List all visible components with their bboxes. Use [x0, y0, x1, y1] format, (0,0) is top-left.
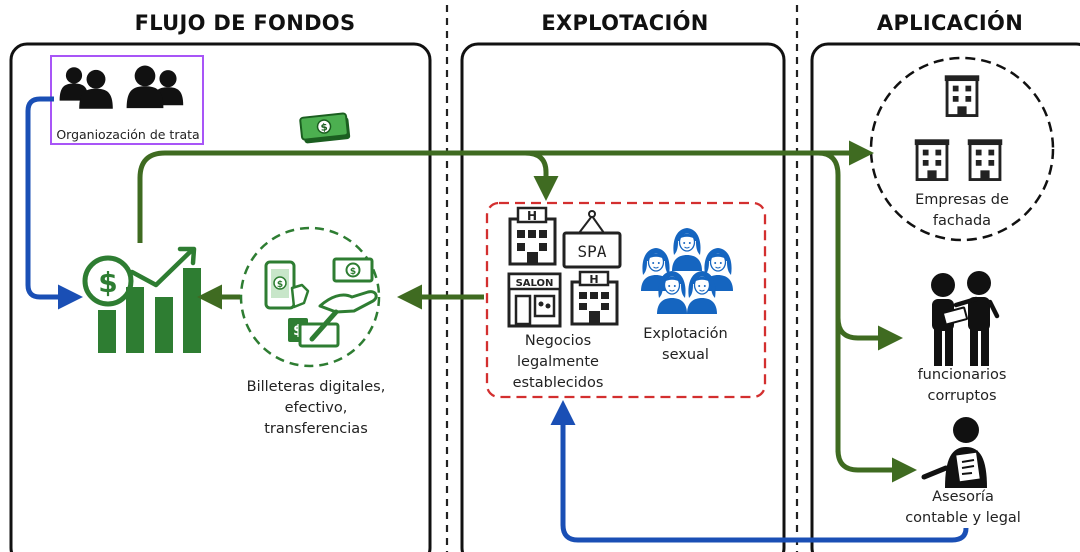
panel-aplicacion — [810, 42, 1080, 552]
corrupt-officials-label: funcionarios corruptos — [902, 365, 1022, 407]
corrupt-officials-line-2: corruptos — [927, 388, 997, 404]
arrow-to-advisory — [835, 449, 917, 483]
cash-bill-icon: $ — [299, 112, 351, 144]
funds-methods-line-2: efectivo, — [284, 400, 348, 416]
women-group-icon — [640, 227, 734, 315]
panel-flujo-de-fondos — [9, 42, 432, 552]
financial-growth-icon: $ — [82, 246, 201, 353]
sexual-exploitation-label: Explotación sexual — [628, 324, 743, 366]
advisory-label: Asesoría contable y legal — [893, 487, 1033, 529]
sexual-exploitation-line-2: sexual — [662, 347, 709, 363]
funds-methods-line-1: Billeteras digitales, — [246, 379, 386, 395]
arrow-finance-to-front-companies — [137, 140, 874, 243]
advisory-line-1: Asesoría — [932, 489, 994, 505]
arrow-application-trunk — [817, 150, 841, 452]
group-of-people-icon — [50, 55, 204, 145]
legal-business-label: Negocios legalmente establecidos — [498, 331, 618, 394]
front-companies-label: Empresas de fachada — [902, 190, 1022, 232]
legal-business-line-2: legalmente — [517, 354, 599, 370]
arrow-org-to-finance — [25, 96, 83, 310]
hotel-2-sign-letter: H — [589, 273, 598, 286]
section-title-explotacion: EXPLOTACIÓN — [541, 11, 709, 35]
svg-text:$: $ — [277, 280, 283, 290]
corrupt-officials-line-1: funcionarios — [917, 367, 1007, 383]
salon-sign-text: SALON — [516, 278, 554, 289]
hotel-2-icon: H — [570, 270, 619, 326]
hotel-sign-letter: H — [527, 209, 537, 223]
funds-methods-label: Billeteras digitales, efectivo, transfer… — [236, 377, 396, 440]
svg-text:$: $ — [293, 323, 303, 339]
front-companies-line-2: fachada — [932, 213, 992, 229]
section-title-aplicacion: APLICACIÓN — [876, 11, 1024, 35]
legal-business-box — [485, 201, 767, 399]
legal-business-line-1: Negocios — [524, 333, 592, 349]
spa-sign-icon: SPA — [562, 210, 622, 269]
front-companies-icon — [869, 56, 1055, 242]
arrow-advisory-to-business — [550, 400, 969, 543]
arrow-into-legal-business — [524, 150, 559, 201]
corrupt-officials-icon — [931, 271, 1000, 366]
funds-methods-line-3: transferencias — [264, 421, 368, 437]
panel-explotacion — [460, 42, 786, 552]
salon-storefront-icon: SALON — [507, 272, 562, 328]
hotel-icon: H — [508, 206, 557, 266]
advisor-icon — [921, 417, 987, 488]
front-companies-line-1: Empresas de — [915, 192, 1009, 208]
advisory-line-2: contable y legal — [905, 510, 1021, 526]
arrow-to-officials — [835, 317, 903, 351]
section-title-flujo-de-fondos: FLUJO DE FONDOS — [134, 11, 356, 35]
sexual-exploitation-line-1: Explotación — [643, 326, 728, 342]
spa-sign-text: SPA — [578, 242, 607, 261]
svg-text:$: $ — [98, 266, 117, 299]
legal-business-line-3: establecidos — [512, 375, 604, 391]
payment-methods-icon: $ $ $ — [239, 226, 381, 368]
svg-text:$: $ — [320, 122, 328, 134]
trafficking-org-label: Organiozación de trata — [56, 127, 200, 142]
svg-text:$: $ — [350, 267, 356, 277]
